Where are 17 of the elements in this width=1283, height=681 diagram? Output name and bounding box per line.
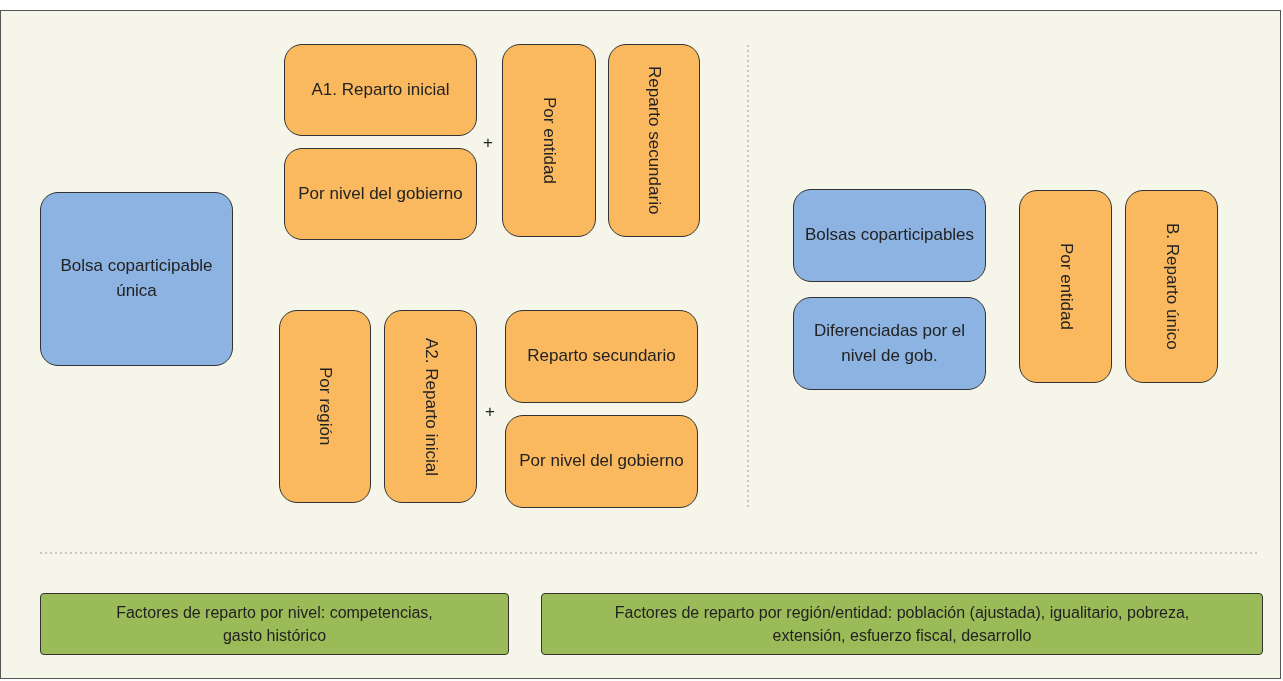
step-box: A2. Reparto inicial bbox=[384, 310, 477, 503]
pool-box: Diferenciadas por el nivel de gob. bbox=[793, 297, 986, 390]
step-box: Reparto secundario bbox=[505, 310, 698, 403]
pool-box: Bolsas coparticipables bbox=[793, 189, 986, 282]
step-box: Por región bbox=[279, 310, 371, 503]
step-box: Por nivel del gobierno bbox=[284, 148, 477, 240]
plus-sign: + bbox=[485, 402, 495, 422]
plus-sign: + bbox=[483, 133, 493, 153]
step-box: Por entidad bbox=[502, 44, 596, 237]
factor-box: Factores de reparto por región/entidad: población (ajustada), igualitario, pobreza, extensión, esfuerzo fiscal, desarrollo bbox=[541, 593, 1263, 655]
step-box: B. Reparto único bbox=[1125, 190, 1218, 383]
pool-box: Bolsa coparticipable única bbox=[40, 192, 233, 366]
step-box: Por nivel del gobierno bbox=[505, 415, 698, 508]
step-box: Por entidad bbox=[1019, 190, 1112, 383]
step-box: A1. Reparto inicial bbox=[284, 44, 477, 136]
factor-box: Factores de reparto por nivel: competencias, gasto histórico bbox=[40, 593, 509, 655]
step-box: Reparto secundario bbox=[608, 44, 700, 237]
